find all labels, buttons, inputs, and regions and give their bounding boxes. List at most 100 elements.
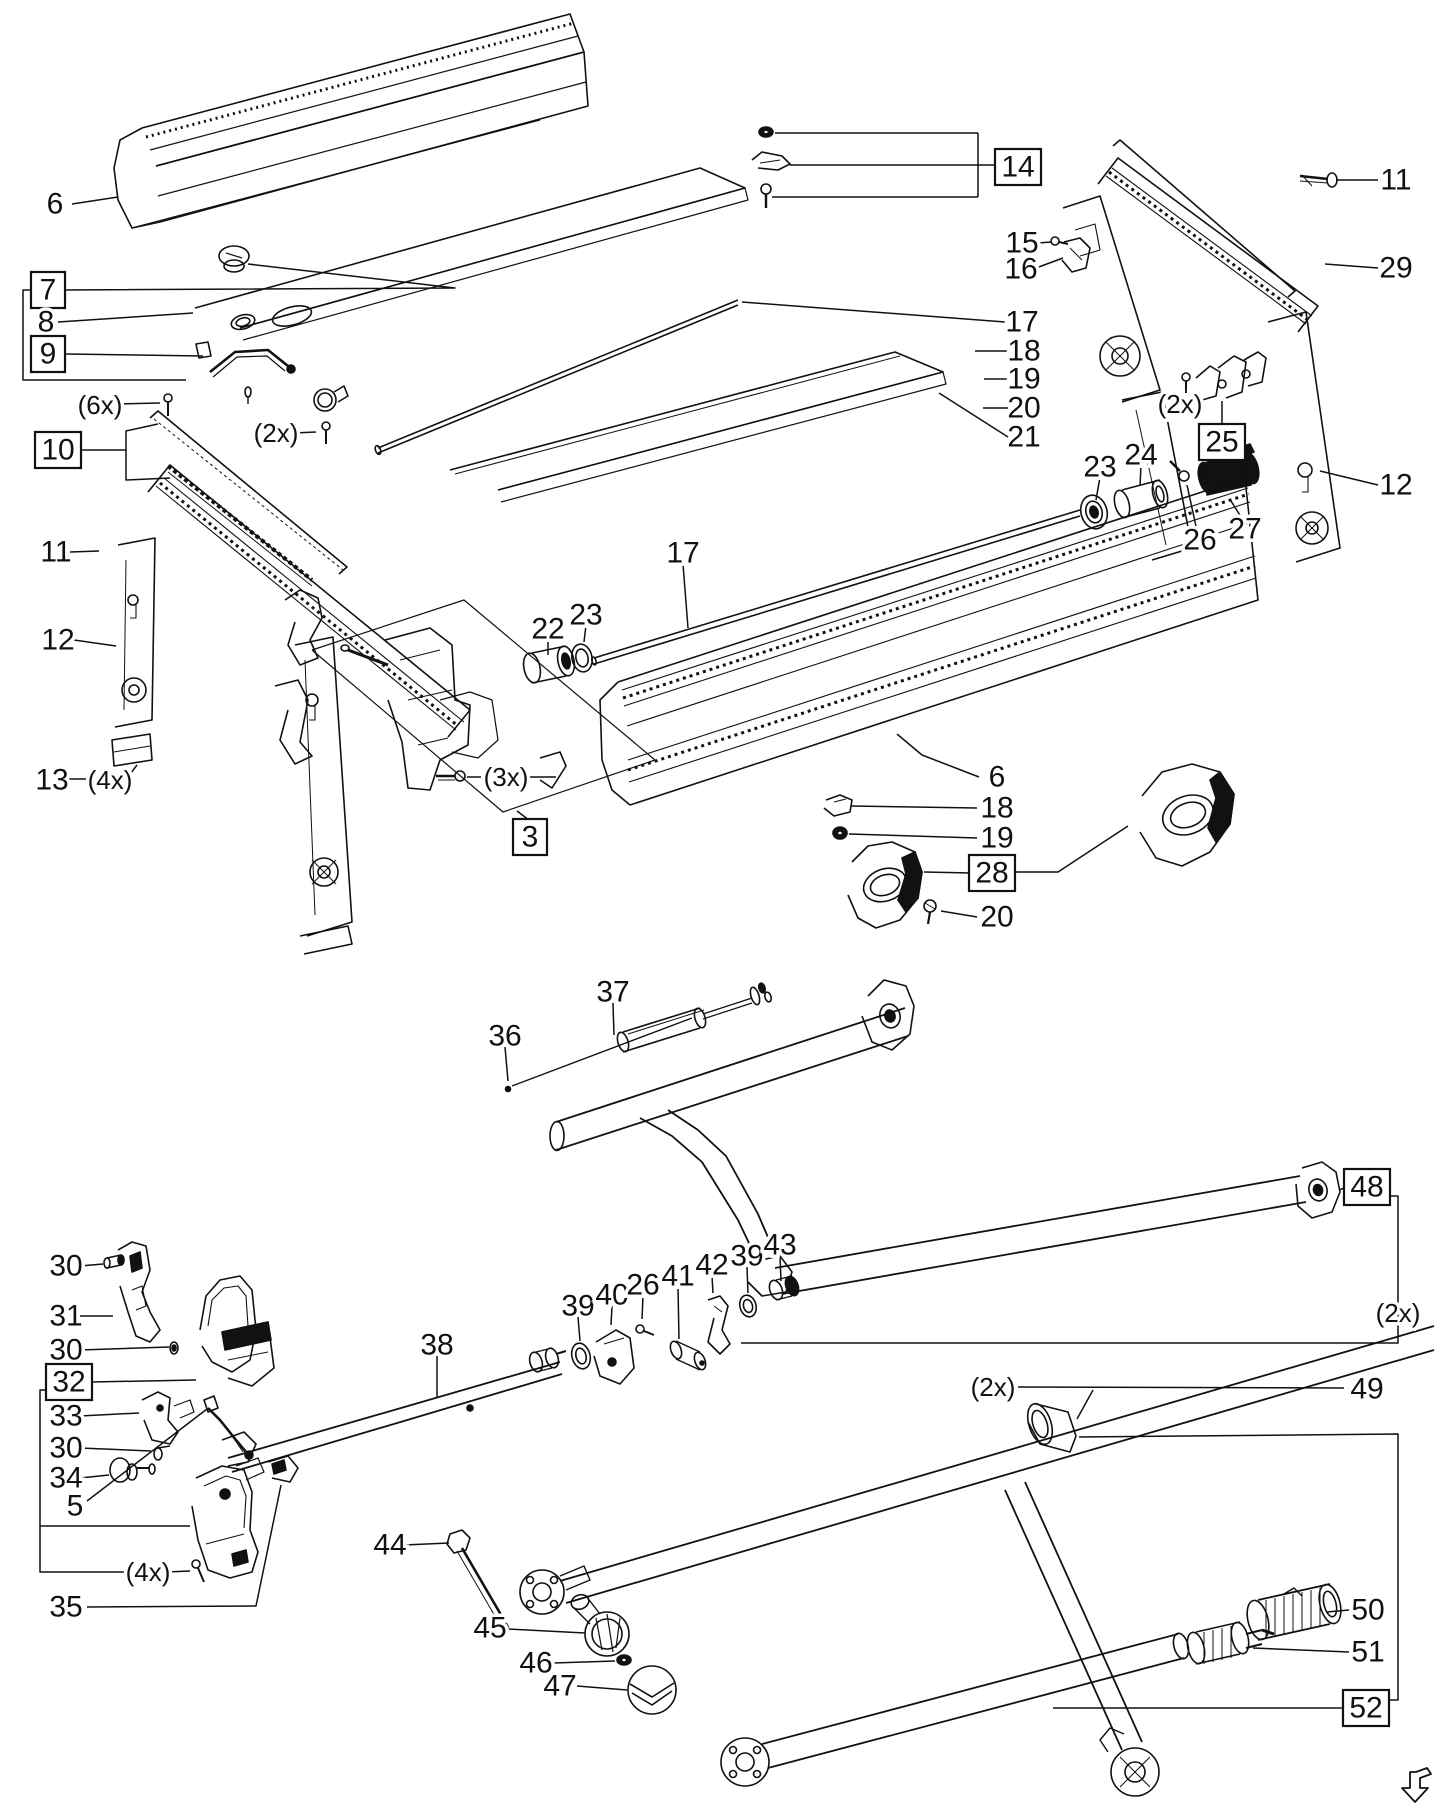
page-turn-hand-icon [1401,1767,1432,1803]
callout-c26a: 26 [1180,520,1220,560]
callout-text-c17b: 17 [666,537,699,570]
callout-c11r: 11 [1377,160,1415,200]
callout-c19b: 19 [977,818,1017,858]
callout-text-c40: 40 [595,1279,628,1312]
callout-text-c30a: 30 [49,1250,82,1283]
callout-text-c7: 7 [40,274,57,307]
callout-c4xb: (4x) [122,1554,174,1591]
callout-text-c18b: 18 [980,792,1013,825]
callout-c50: 50 [1348,1590,1388,1630]
callout-text-c30c: 30 [49,1432,82,1465]
callout-c24: 24 [1121,435,1161,475]
callout-c6b: 6 [985,757,1009,797]
callout-c16: 16 [1001,249,1041,289]
callout-text-c35: 35 [49,1591,82,1624]
callout-text-c23a: 23 [1083,451,1116,484]
callout-c6x: (6x) [74,387,126,424]
callout-text-c25: 25 [1205,426,1238,459]
callout-c39a: 39 [558,1286,598,1326]
callout-c3x: (3x) [480,759,532,796]
callout-c47: 47 [540,1666,580,1706]
callout-text-c49: 49 [1350,1373,1383,1406]
callout-c17b: 17 [663,533,703,573]
callout-text-c22: 22 [531,613,564,646]
callout-text-c31: 31 [49,1300,82,1333]
callout-c37: 37 [593,972,633,1012]
callout-text-c3: 3 [522,821,539,854]
callout-text-c6a: 6 [47,188,64,221]
callout-text-c2xa: (2x) [254,418,299,448]
callout-c35: 35 [46,1587,86,1627]
callout-text-c16: 16 [1004,253,1037,286]
callout-text-c36: 36 [488,1020,521,1053]
callout-c13: 13 [32,760,72,800]
callout-text-c51: 51 [1351,1636,1384,1669]
callout-text-c47: 47 [543,1670,576,1703]
callout-c6a: 6 [43,184,67,224]
callout-text-c8: 8 [38,306,55,339]
callout-c52: 52 [1341,1688,1391,1728]
callout-text-c43: 43 [763,1229,796,1262]
callout-text-c27: 27 [1228,513,1261,546]
callout-text-c19b: 19 [980,822,1013,855]
callout-c2xd: (2x) [967,1369,1019,1406]
callout-c40: 40 [592,1275,632,1315]
callout-text-c28: 28 [975,857,1008,890]
callout-text-c26a: 26 [1183,524,1216,557]
callout-text-c10: 10 [41,434,74,467]
callout-c22: 22 [528,609,568,649]
callout-c10: 10 [33,430,83,470]
callout-c41: 41 [658,1256,698,1296]
callout-text-c12r: 12 [1379,469,1412,502]
callout-text-c48: 48 [1350,1171,1383,1204]
callout-c21: 21 [1004,417,1044,457]
callout-c20b: 20 [977,897,1017,937]
callout-c7: 7 [29,270,67,310]
callout-c42: 42 [692,1245,732,1285]
callout-text-c34: 34 [49,1462,82,1495]
callout-text-c13: 13 [35,764,68,797]
callout-c15: 15 [1002,223,1042,263]
callout-c34: 34 [46,1458,86,1498]
callout-text-c17a: 17 [1005,306,1038,339]
callout-c9: 9 [29,334,67,374]
callout-text-c23b: 23 [569,599,602,632]
callout-c45: 45 [470,1608,510,1648]
callout-c12l: 12 [38,620,78,660]
callout-text-c44: 44 [373,1529,406,1562]
callout-text-c32: 32 [52,1366,85,1399]
callout-text-c30b: 30 [49,1334,82,1367]
callout-c49: 49 [1347,1369,1387,1409]
callout-c23a: 23 [1080,447,1120,487]
callout-c51: 51 [1348,1632,1388,1672]
callout-c2xa: (2x) [250,415,302,452]
callout-c39b: 39 [727,1236,767,1276]
callout-text-c12l: 12 [41,624,74,657]
callout-text-c38: 38 [420,1329,453,1362]
callout-text-c3x: (3x) [484,762,529,792]
callout-c33: 33 [46,1396,86,1436]
callout-text-c26b: 26 [626,1269,659,1302]
callout-text-c24: 24 [1124,439,1157,472]
callout-text-c18a: 18 [1007,335,1040,368]
callout-text-c9: 9 [40,338,57,371]
callout-c36: 36 [485,1016,525,1056]
callout-c46: 46 [516,1643,556,1683]
callout-c11l: 11 [37,532,75,572]
callout-text-c50: 50 [1351,1594,1384,1627]
callout-text-c21: 21 [1007,421,1040,454]
callout-c48: 48 [1342,1167,1392,1207]
callout-text-c15: 15 [1005,227,1038,260]
callout-text-c20b: 20 [980,901,1013,934]
callout-c32: 32 [44,1362,94,1402]
callout-c14: 14 [993,147,1043,187]
callout-c44: 44 [370,1525,410,1565]
callout-c18a: 18 [1004,331,1044,371]
callout-c4xa: (4x) [84,762,136,799]
callout-text-c20a: 20 [1007,392,1040,425]
callout-text-c41: 41 [661,1260,694,1293]
callout-c27: 27 [1225,509,1265,549]
